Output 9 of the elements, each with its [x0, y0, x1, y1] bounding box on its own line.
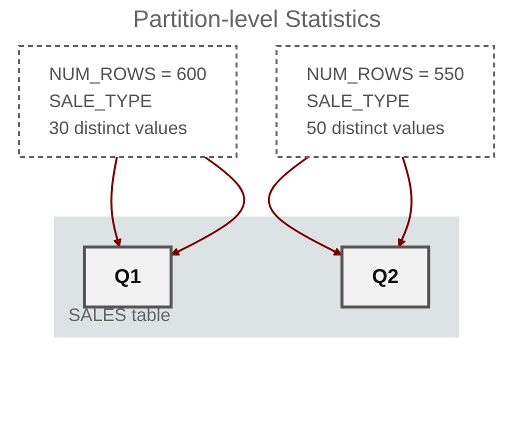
node-box: Q1 — [83, 246, 174, 308]
node-box: NUM_ROWS = 600 SALE_TYPE 30 distinct values — [18, 45, 238, 158]
arrow — [171, 156, 246, 256]
arrow — [398, 156, 413, 248]
node-box: NUM_ROWS = 550 SALE_TYPE 50 distinct values — [276, 45, 496, 158]
arrow — [268, 156, 343, 256]
arrow — [110, 156, 122, 248]
diagram-title: Partition-level Statistics — [132, 6, 382, 34]
node-box: Q2 — [340, 246, 431, 308]
